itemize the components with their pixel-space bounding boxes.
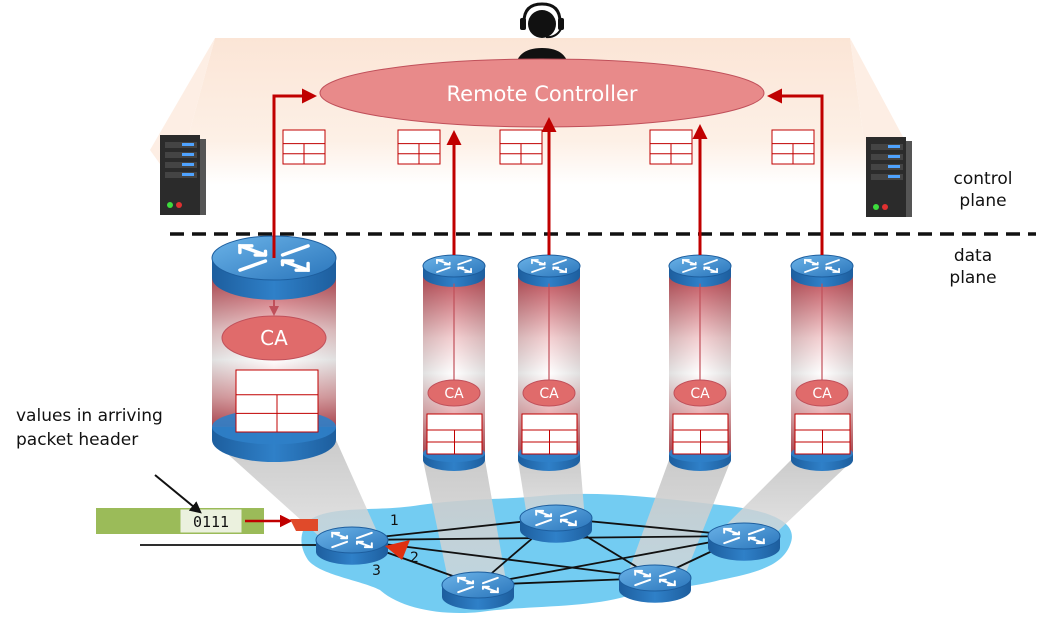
controller-flow-table-3 <box>499 129 543 165</box>
router-icon <box>531 259 567 273</box>
switch-flow-table <box>521 413 578 455</box>
control-arrow-1 <box>272 88 317 258</box>
router-icon <box>682 259 718 273</box>
network-router-5 <box>707 522 781 561</box>
network-router-1 <box>315 526 389 565</box>
control-agent <box>673 379 727 407</box>
control-agent <box>221 315 327 361</box>
packet-header-annotation: values in arriving packet header <box>16 404 186 452</box>
control-agent <box>795 379 849 407</box>
projection-beam-3 <box>518 460 585 518</box>
port-2-arrow <box>385 540 410 560</box>
switch-flow-table <box>672 413 729 455</box>
control-arrow-5 <box>767 88 824 255</box>
control-plane-label-line-2: plane <box>959 191 1007 211</box>
projection-beam-2 <box>423 460 507 585</box>
switch-flow-table <box>794 413 851 455</box>
router-icon <box>634 569 676 587</box>
control-arrows <box>272 88 824 258</box>
control-agent-label: CA <box>690 386 710 402</box>
control-plane-label-line-1: control <box>953 169 1013 189</box>
control-agent <box>522 379 576 407</box>
packet: 0111 <box>96 508 318 534</box>
network-routers <box>315 504 781 610</box>
projection-beam-1 <box>212 440 381 540</box>
port-3-label: 3 <box>372 563 381 579</box>
control-agent-label: CA <box>539 386 559 402</box>
server-right-icon <box>866 137 912 217</box>
controller-flow-tables <box>282 129 815 165</box>
port-2-label: 2 <box>410 550 419 566</box>
router-icon <box>535 509 577 527</box>
controller-flow-table-2 <box>397 129 441 165</box>
controller-flow-table-1 <box>282 129 326 165</box>
control-agent-label: CA <box>260 326 288 350</box>
server-left-icon <box>160 135 206 215</box>
switch-4: CA <box>668 254 732 471</box>
control-plane-label: control plane <box>938 168 1028 212</box>
control-agent-label: CA <box>812 386 832 402</box>
packet-header-value: 0111 <box>193 513 229 531</box>
switch-cylinders: CA CA CA CA CA <box>211 235 854 471</box>
network-router-2 <box>519 504 593 543</box>
data-plane-label: data plane <box>928 245 1018 289</box>
router-icon <box>238 244 310 272</box>
router-icon <box>723 527 765 545</box>
router-icon <box>804 259 840 273</box>
switch-1: CA <box>211 235 337 462</box>
switch-router-top <box>668 254 732 287</box>
switch-flow-table <box>426 413 483 455</box>
annotation-line-1: values in arriving <box>16 406 163 426</box>
data-plane-label-line-1: data <box>953 246 993 266</box>
data-plane-label-line-2: plane <box>949 268 997 288</box>
switch-3: CA <box>517 254 581 471</box>
projection-beam-4 <box>626 460 731 578</box>
annotation-arrow <box>154 474 202 514</box>
port-1-label: 1 <box>390 513 399 529</box>
router-icon <box>331 531 373 549</box>
router-icon <box>457 576 499 594</box>
controller-flow-table-5 <box>771 129 815 165</box>
control-agent <box>427 379 481 407</box>
switch-flow-table <box>235 369 319 433</box>
controller-flow-table-4 <box>649 129 693 165</box>
network-router-4 <box>618 564 692 603</box>
router-icon <box>436 259 472 273</box>
remote-controller-label: Remote Controller <box>447 82 638 106</box>
switch-2: CA <box>422 254 486 471</box>
projection-beams <box>212 440 853 585</box>
switch-router-top <box>790 254 854 287</box>
switch-router-top <box>517 254 581 287</box>
switch-router-top <box>422 254 486 287</box>
projection-beam-5 <box>715 460 853 536</box>
control-agent-label: CA <box>444 386 464 402</box>
network-router-3 <box>441 571 515 610</box>
switch-5: CA <box>790 254 854 471</box>
annotation-line-2: packet header <box>16 430 139 450</box>
